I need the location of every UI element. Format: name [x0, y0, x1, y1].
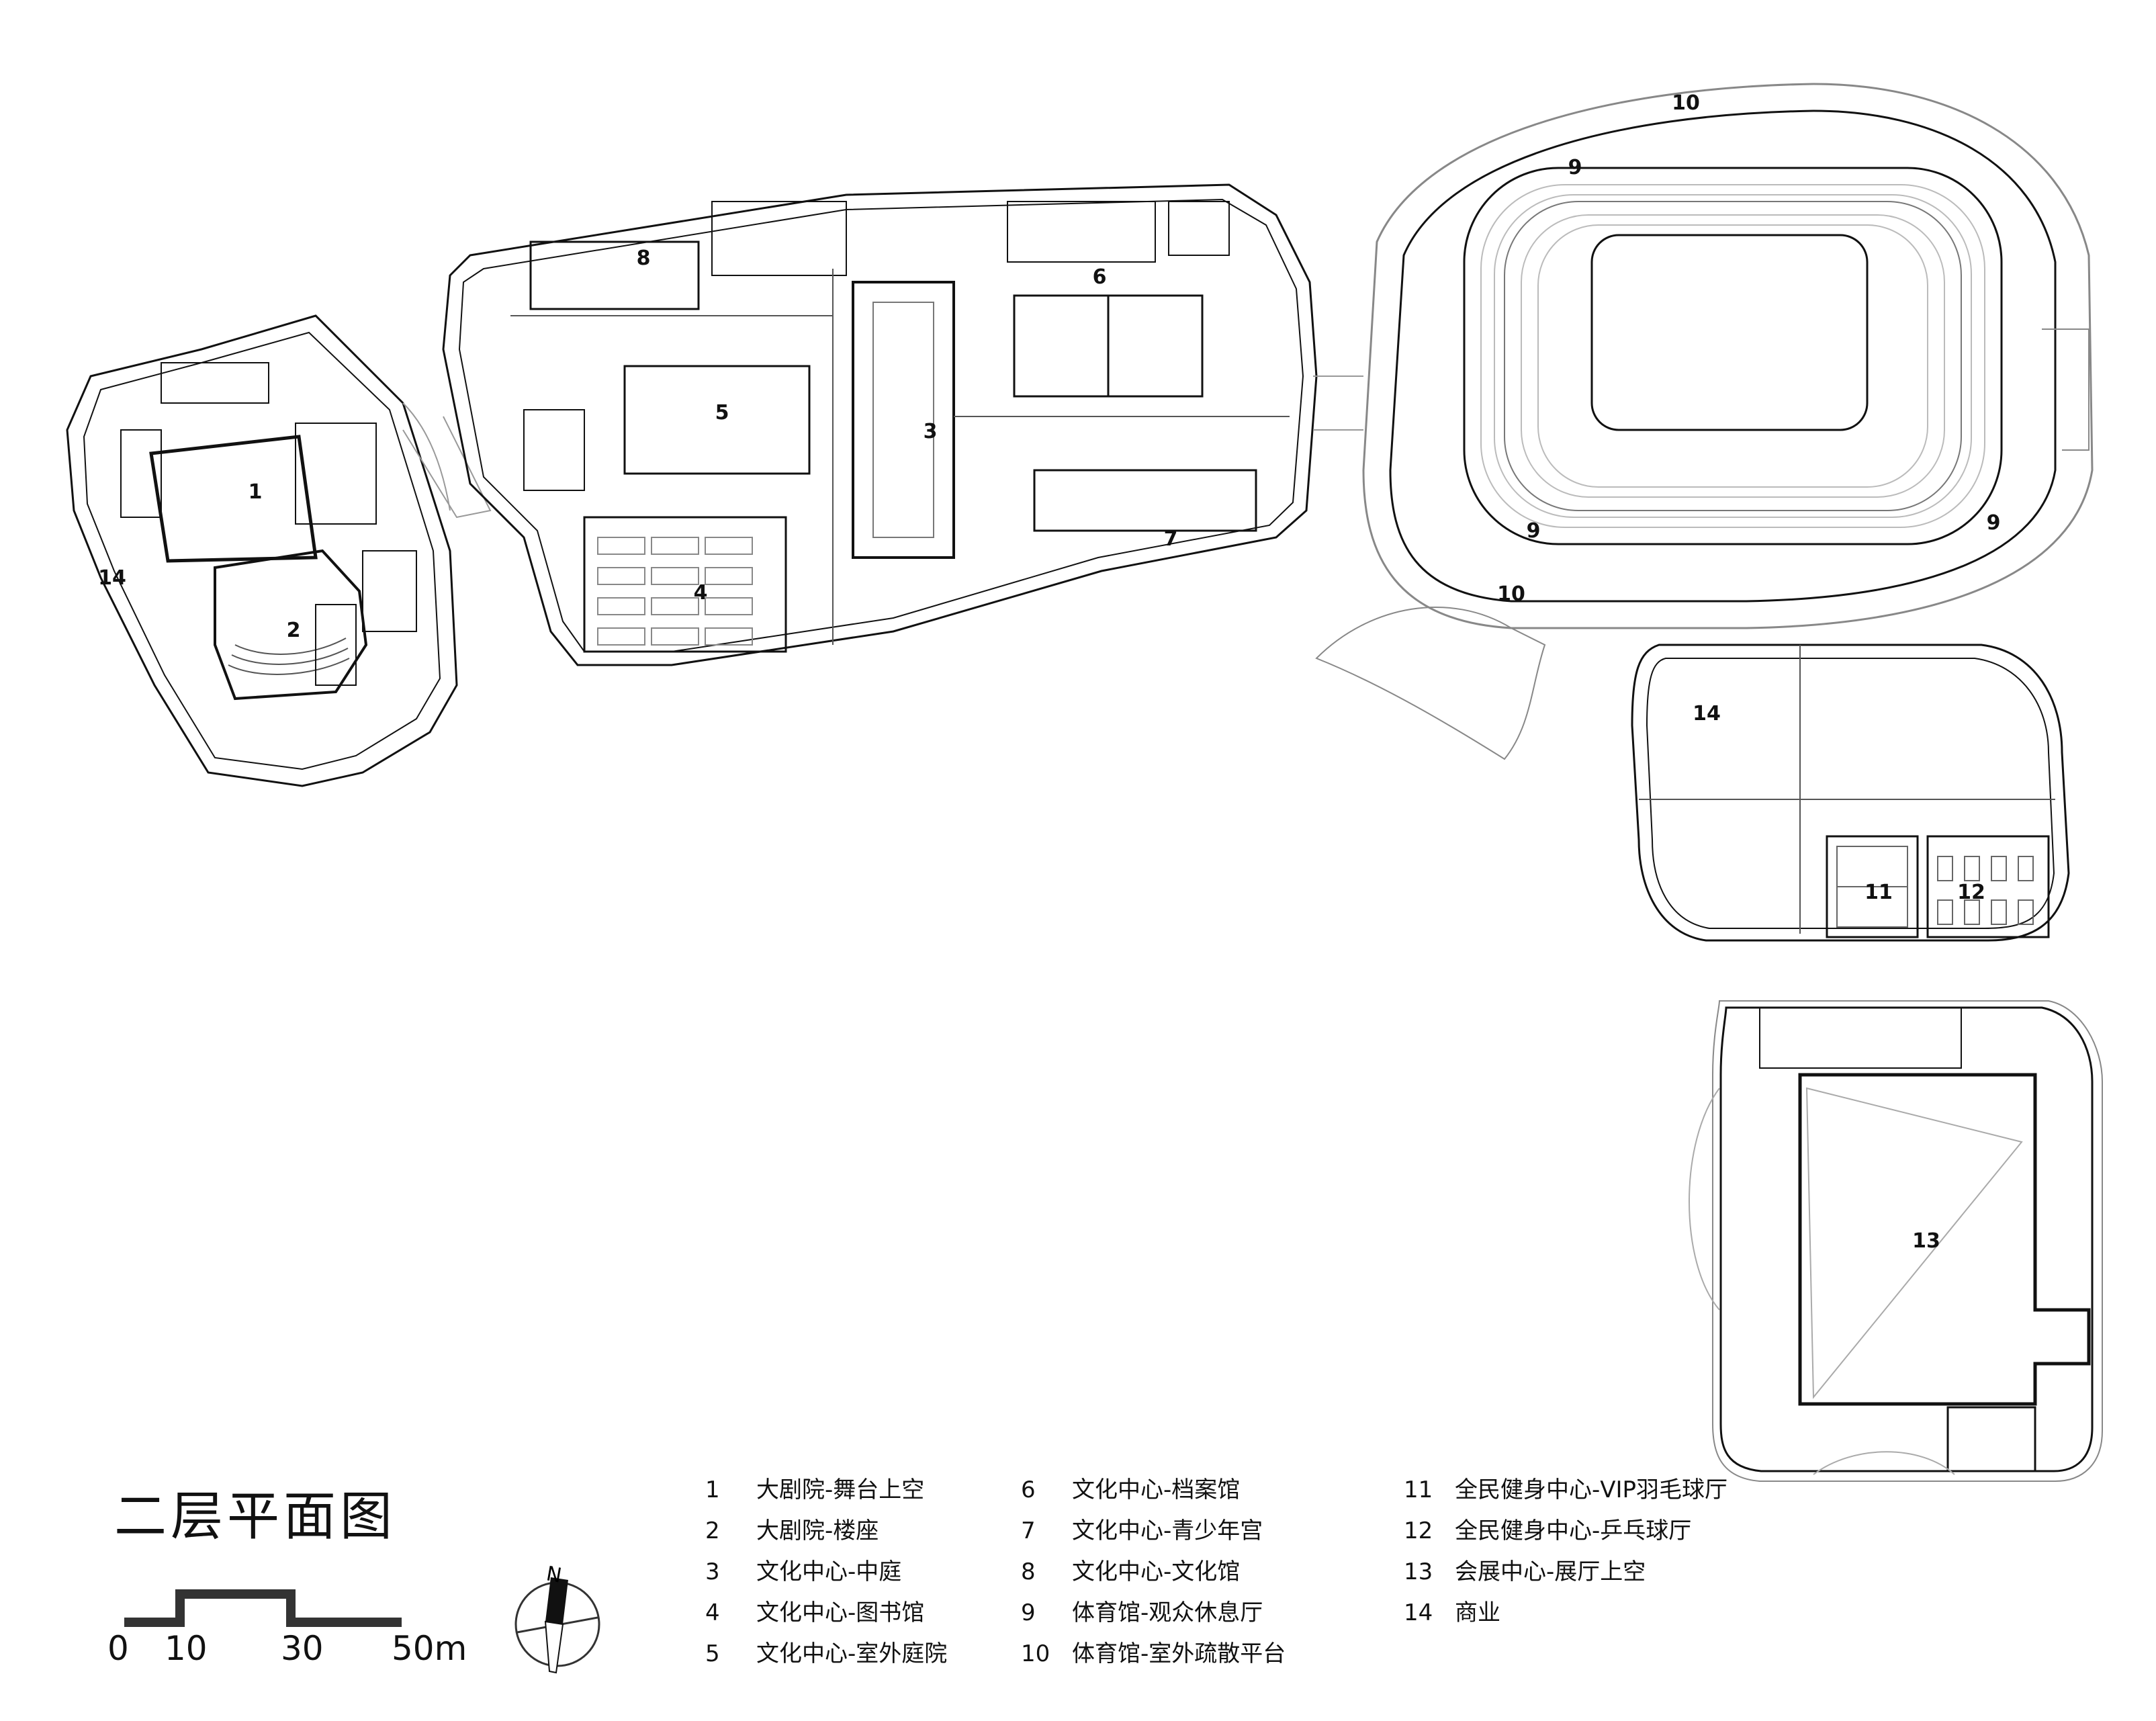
legend-item: 5 文化中心-室外庭院 — [705, 1634, 947, 1675]
legend-num: 5 — [705, 1640, 720, 1667]
legend-item: 7 文化中心-青少年宫 — [1021, 1511, 1286, 1552]
area-label-4: 4 — [694, 581, 708, 605]
legend-text: 大剧院-楼座 — [756, 1517, 879, 1544]
legend-num: 3 — [705, 1558, 720, 1585]
legend-num: 1 — [705, 1476, 720, 1503]
scale-label-30: 30 — [281, 1629, 324, 1668]
legend-item: 13 会展中心-展厅上空 — [1404, 1552, 1727, 1593]
scale-label-50: 50m — [392, 1629, 467, 1668]
legend-num: 14 — [1404, 1599, 1433, 1626]
scale-bar — [124, 1589, 402, 1627]
legend-item: 10 体育馆-室外疏散平台 — [1021, 1634, 1286, 1675]
legend-text: 文化中心-青少年宫 — [1072, 1517, 1263, 1544]
link-bridge-west — [402, 416, 492, 519]
area-label-9-north: 9 — [1568, 156, 1582, 179]
legend-num: 9 — [1021, 1599, 1036, 1626]
area-label-10-south: 10 — [1497, 582, 1525, 606]
legend-num: 11 — [1404, 1476, 1433, 1503]
link-bridge-east — [1313, 376, 1363, 431]
legend-item: 14 商业 — [1404, 1593, 1727, 1634]
north-arrow: N — [514, 1562, 600, 1674]
legend-num: 10 — [1021, 1640, 1050, 1667]
legend-text: 文化中心-档案馆 — [1072, 1476, 1241, 1503]
legend-num: 4 — [705, 1599, 720, 1626]
area-label-12: 12 — [1957, 881, 1985, 904]
legend-num: 2 — [705, 1517, 720, 1544]
legend-text: 会展中心-展厅上空 — [1455, 1558, 1646, 1585]
legend-item: 4 文化中心-图书馆 — [705, 1593, 947, 1634]
area-label-13: 13 — [1912, 1229, 1940, 1253]
area-labels: 1 2 3 4 5 6 7 8 9 9 9 10 10 11 12 13 14 … — [98, 91, 2000, 1253]
legend-num: 8 — [1021, 1558, 1036, 1585]
legend-num: 12 — [1404, 1517, 1433, 1544]
legend-num: 13 — [1404, 1558, 1433, 1585]
legend-text: 文化中心-室外庭院 — [756, 1640, 948, 1667]
legend-column-1: 1 大剧院-舞台上空 2 大剧院-楼座 3 文化中心-中庭 4 文化中心-图书馆 5 文化… — [705, 1470, 947, 1675]
legend-item: 2 大剧院-楼座 — [705, 1511, 947, 1552]
legend-column-2: 6 文化中心-档案馆 7 文化中心-青少年宫 8 文化中心-文化馆 9 体育馆-观众休息… — [1021, 1470, 1286, 1675]
table-tennis-tables — [1937, 856, 2034, 925]
area-label-11: 11 — [1865, 881, 1893, 904]
legend-text: 文化中心-文化馆 — [1072, 1558, 1241, 1585]
scale-label-10: 10 — [165, 1629, 208, 1668]
stadium-block — [1315, 83, 2094, 760]
legend-column-3: 11 全民健身中心-VIP羽毛球厅 12 全民健身中心-乒乓球厅 13 会展中心-展厅… — [1404, 1470, 1727, 1634]
legend-text: 全民健身中心-VIP羽毛球厅 — [1455, 1476, 1728, 1503]
area-label-10-north: 10 — [1672, 91, 1700, 115]
area-label-14-east: 14 — [1693, 702, 1721, 725]
area-label-5: 5 — [715, 401, 729, 425]
legend-item: 6 文化中心-档案馆 — [1021, 1470, 1286, 1511]
area-label-7: 7 — [1164, 527, 1178, 551]
area-label-3: 3 — [924, 420, 938, 443]
area-label-9-southeast: 9 — [1987, 511, 2001, 535]
theatre-block — [66, 314, 458, 787]
legend-text: 全民健身中心-乒乓球厅 — [1455, 1517, 1692, 1544]
area-label-8: 8 — [637, 247, 651, 270]
library-shelves — [597, 537, 753, 646]
legend-item: 3 文化中心-中庭 — [705, 1552, 947, 1593]
legend-text: 大剧院-舞台上空 — [756, 1476, 925, 1503]
legend-item: 1 大剧院-舞台上空 — [705, 1470, 947, 1511]
legend-text: 商业 — [1455, 1599, 1500, 1626]
culture-center-block — [442, 183, 1318, 666]
area-label-14-west: 14 — [98, 566, 126, 590]
exhibition-center-block — [1689, 1000, 2103, 1482]
legend-text: 体育馆-观众休息厅 — [1072, 1599, 1263, 1626]
area-label-1: 1 — [249, 480, 263, 504]
area-label-9-southwest: 9 — [1527, 519, 1541, 543]
legend-item: 9 体育馆-观众休息厅 — [1021, 1593, 1286, 1634]
legend-num: 6 — [1021, 1476, 1036, 1503]
scale-label-0: 0 — [107, 1629, 129, 1668]
area-label-6: 6 — [1093, 265, 1107, 289]
legend-item: 11 全民健身中心-VIP羽毛球厅 — [1404, 1470, 1727, 1511]
drawing-title: 二层平面图 — [114, 1487, 397, 1547]
stadium-seating-rows — [1480, 184, 1985, 528]
legend-item: 8 文化中心-文化馆 — [1021, 1552, 1286, 1593]
fitness-center-block — [1631, 644, 2070, 942]
area-label-2: 2 — [287, 619, 301, 642]
legend-text: 文化中心-图书馆 — [756, 1599, 925, 1626]
legend-text: 文化中心-中庭 — [756, 1558, 902, 1585]
legend-text: 体育馆-室外疏散平台 — [1072, 1640, 1286, 1667]
legend-num: 7 — [1021, 1517, 1036, 1544]
legend-item: 12 全民健身中心-乒乓球厅 — [1404, 1511, 1727, 1552]
